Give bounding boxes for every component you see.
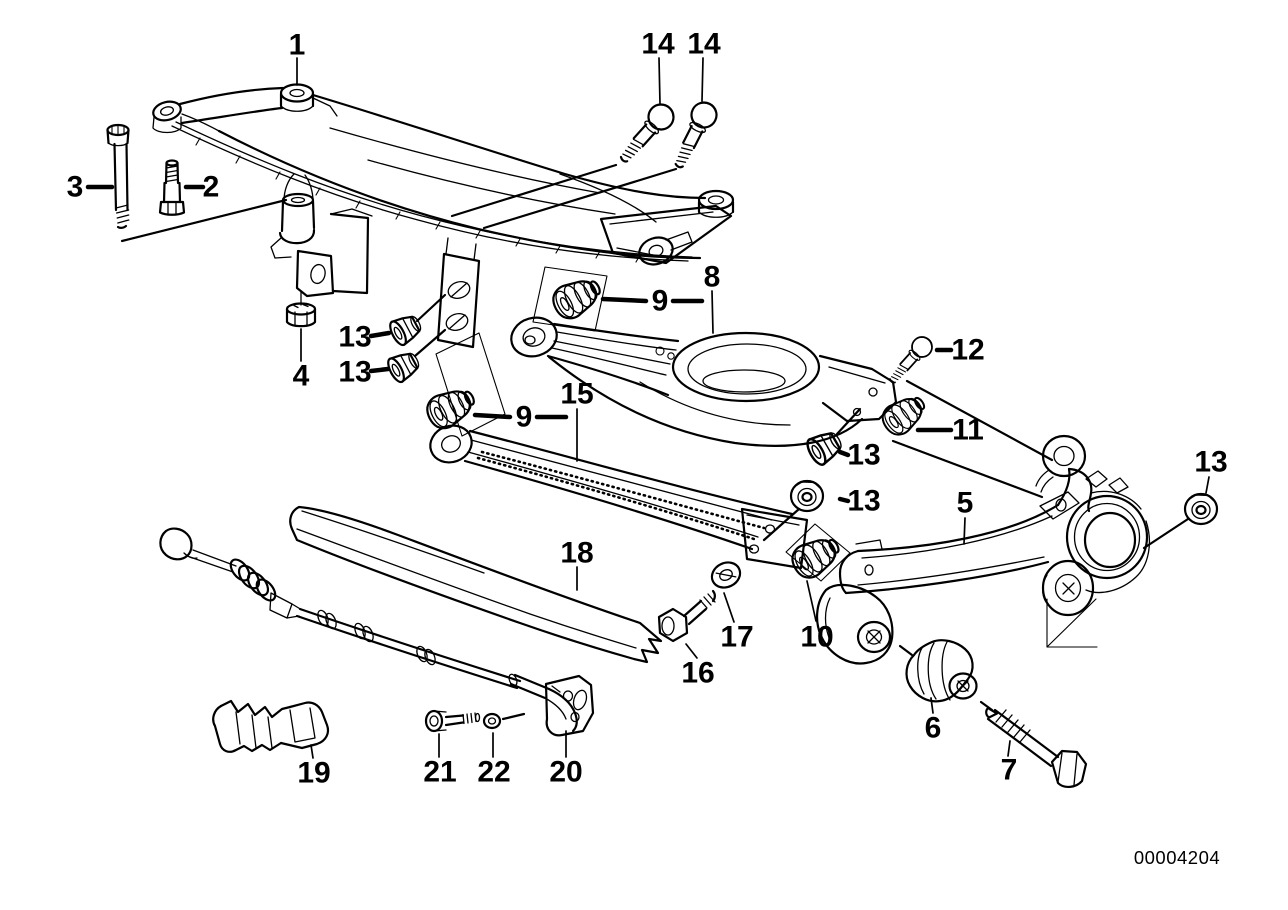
callout-leader-16 xyxy=(685,643,698,659)
callout-leader-13e xyxy=(1205,476,1210,494)
callout-label-8: 8 xyxy=(704,261,721,294)
parking-brake-cable xyxy=(159,527,588,733)
callout-leader-6 xyxy=(930,697,934,714)
projection-box-10 xyxy=(785,523,851,582)
rubber-bushing-6 xyxy=(905,639,978,703)
mount-bolt-2 xyxy=(158,159,186,216)
cable-clamp-19 xyxy=(212,699,330,753)
callout-label-13e: 13 xyxy=(1194,446,1227,479)
collar-nut-13-right xyxy=(1183,492,1219,526)
pivot-bracket-plate xyxy=(816,583,894,665)
callout-label-4: 4 xyxy=(293,360,310,393)
callout-label-13a: 13 xyxy=(338,321,371,354)
hex-bolt-7 xyxy=(985,706,1088,788)
trailing-link-15 xyxy=(429,424,809,570)
projection-box-9-lower xyxy=(435,332,506,437)
rubber-bushing-9-upper xyxy=(546,270,608,325)
callout-label-12: 12 xyxy=(951,334,984,367)
callout-label-13c: 13 xyxy=(847,439,880,472)
carrier-bolt-14-right xyxy=(665,97,722,174)
callout-label-13b: 13 xyxy=(338,356,371,389)
callout-label-5: 5 xyxy=(957,487,974,520)
callout-label-21: 21 xyxy=(423,756,456,789)
callout-label-20: 20 xyxy=(549,756,582,789)
carrier-bolt-14-left xyxy=(611,98,680,170)
callout-label-17: 17 xyxy=(720,621,753,654)
callout-label-11: 11 xyxy=(952,414,984,447)
callout-leader-8 xyxy=(711,290,714,334)
diagram-part-code: 00004204 xyxy=(1134,847,1220,868)
callout-dash-13c xyxy=(837,449,851,458)
cap-nut-4 xyxy=(285,302,317,328)
callout-label-7: 7 xyxy=(1001,754,1018,787)
callout-leader-5 xyxy=(963,517,966,545)
bolt-21 xyxy=(424,709,481,733)
callout-leader-17 xyxy=(723,592,735,623)
axle-carrier-subframe xyxy=(152,83,735,349)
trailing-arm-wheel-carrier-5 xyxy=(838,434,1150,648)
eccentric-bushing-11 xyxy=(876,388,933,442)
flange-nut-13-mid xyxy=(802,425,848,469)
callout-leader-14b xyxy=(701,57,704,102)
bolt-16 xyxy=(657,589,716,643)
callout-leader-10 xyxy=(806,580,817,622)
heat-shield-18 xyxy=(289,505,663,664)
callout-dash-9b xyxy=(472,412,513,420)
rubber-bushing-10 xyxy=(785,528,847,585)
callout-leader-14a xyxy=(658,57,661,105)
projection-box-9-upper xyxy=(532,266,608,332)
callout-label-2: 2 xyxy=(203,171,220,204)
callout-label-13d: 13 xyxy=(847,485,880,518)
projection-lines xyxy=(120,163,1190,721)
washer-17 xyxy=(710,561,742,589)
callout-dash-13d xyxy=(837,496,851,504)
callout-label-6: 6 xyxy=(925,712,942,745)
flange-nut-13-left-upper xyxy=(385,309,427,349)
callout-label-18: 18 xyxy=(560,537,593,570)
callout-label-14b: 14 xyxy=(687,28,721,61)
rubber-bushing-9-lower xyxy=(421,380,482,435)
callout-dash-13a xyxy=(368,330,392,339)
mount-bolt-3 xyxy=(106,123,130,229)
callout-dash-9a xyxy=(600,296,649,304)
callout-label-9b: 9 xyxy=(516,401,533,434)
collar-nut-13-mid-lower xyxy=(789,479,825,513)
eccentric-bolt-12 xyxy=(882,331,938,389)
callout-leader-7 xyxy=(1007,740,1011,757)
callout-label-19: 19 xyxy=(297,757,330,790)
callout-label-9a: 9 xyxy=(652,285,669,318)
washer-22 xyxy=(482,712,502,730)
callout-label-1: 1 xyxy=(289,29,306,62)
callout-label-16: 16 xyxy=(681,657,714,690)
callout-leader-19 xyxy=(310,744,314,759)
callout-label-22: 22 xyxy=(477,756,510,789)
cable-bracket-20 xyxy=(544,674,595,737)
callout-label-15: 15 xyxy=(560,378,593,411)
callout-label-10: 10 xyxy=(800,621,833,654)
callout-dash-13b xyxy=(368,366,391,374)
callout-label-3: 3 xyxy=(67,171,84,204)
callout-label-14a: 14 xyxy=(641,28,675,61)
